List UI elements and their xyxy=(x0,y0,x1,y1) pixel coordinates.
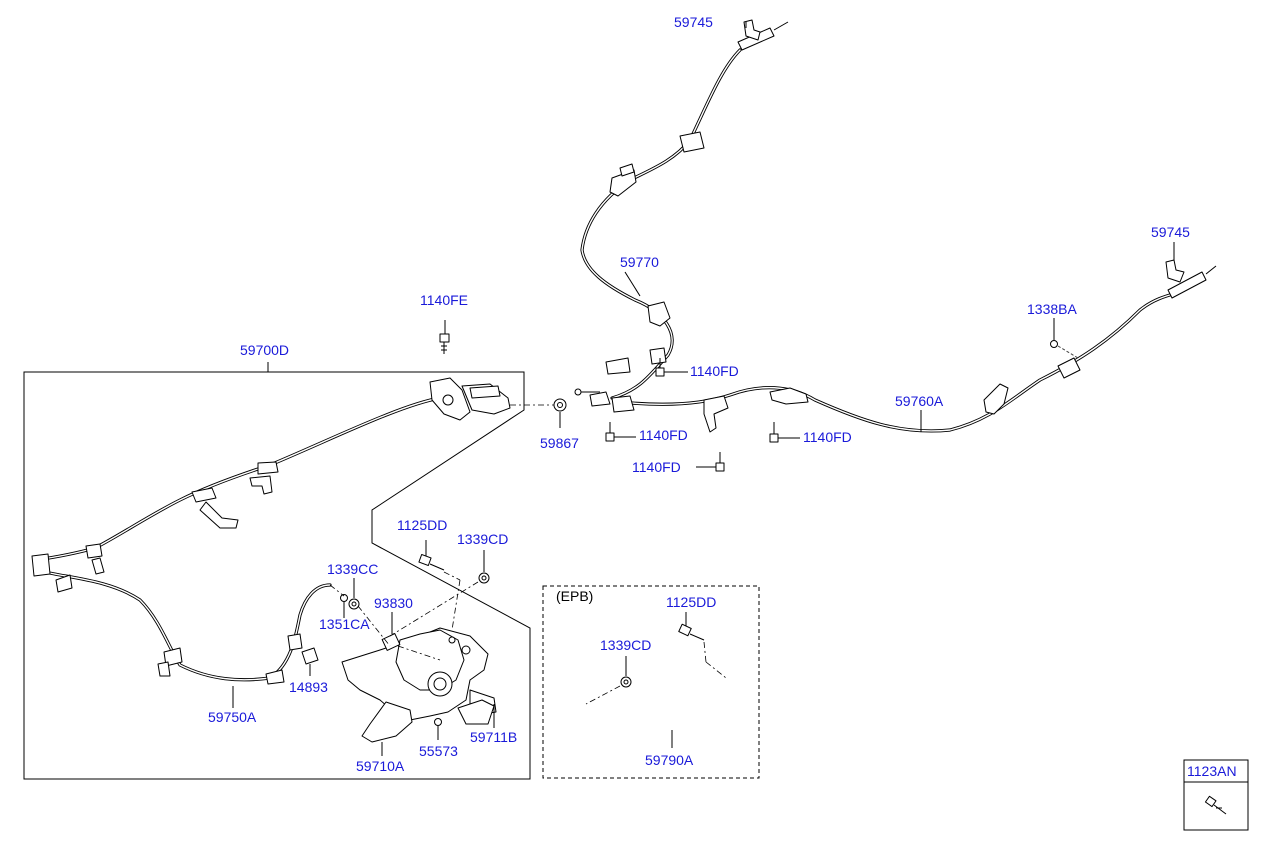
label-1125dd[interactable]: 1125DD xyxy=(397,517,447,533)
epb-frame xyxy=(542,585,760,779)
bolt-1125dd-icon xyxy=(418,540,461,631)
front-cable-59700d xyxy=(31,396,442,685)
bolt-1140fd-b-icon xyxy=(605,422,636,442)
label-epb-59790a[interactable]: 59790A xyxy=(645,752,694,768)
label-1140fd-a[interactable]: 1140FD xyxy=(690,363,739,379)
nut-1339cd-icon xyxy=(389,550,490,637)
label-59750a[interactable]: 59750A xyxy=(208,709,257,725)
label-59711b[interactable]: 59711B xyxy=(470,729,517,745)
nut-1338ba-icon xyxy=(1050,318,1079,359)
label-1123an[interactable]: 1123AN xyxy=(1187,763,1237,779)
rear-right-cable-59760a xyxy=(589,259,1217,433)
clip-14893-icon xyxy=(301,647,319,676)
rear-left-cable-59770 xyxy=(580,19,789,400)
clip-59867-icon xyxy=(553,388,600,428)
bolt-1123an-icon xyxy=(1204,795,1227,815)
label-1140fd-d[interactable]: 1140FD xyxy=(803,429,852,445)
parking-brake-pedal-assembly xyxy=(341,627,497,743)
label-93830[interactable]: 93830 xyxy=(374,595,413,611)
label-1140fd-b[interactable]: 1140FD xyxy=(639,427,688,443)
label-59770[interactable]: 59770 xyxy=(620,254,659,270)
switch-93830-icon xyxy=(381,612,441,661)
label-59710a[interactable]: 59710A xyxy=(356,758,405,774)
label-1339cc[interactable]: 1339CC xyxy=(327,561,378,577)
label-epb-title: (EPB) xyxy=(556,588,593,604)
legend-box-1123an xyxy=(1183,759,1249,831)
label-59867[interactable]: 59867 xyxy=(540,435,579,451)
label-59745-top[interactable]: 59745 xyxy=(674,14,713,30)
label-epb-1125dd[interactable]: 1125DD xyxy=(666,594,716,610)
label-1338ba[interactable]: 1338BA xyxy=(1027,301,1077,317)
main-assembly-frame xyxy=(23,362,531,780)
label-1140fe[interactable]: 1140FE xyxy=(420,292,468,308)
leader-lines xyxy=(232,22,1175,756)
bolt-1140fd-d-icon xyxy=(769,422,800,443)
label-59700d[interactable]: 59700D xyxy=(240,342,289,358)
equalizer-bracket xyxy=(429,377,560,421)
label-59760a[interactable]: 59760A xyxy=(895,393,944,409)
label-1351ca[interactable]: 1351CA xyxy=(319,616,370,632)
bolt-1140fd-a-icon xyxy=(655,358,688,377)
label-1339cd[interactable]: 1339CD xyxy=(457,531,508,547)
label-1140fd-c[interactable]: 1140FD xyxy=(632,459,681,475)
epb-parts xyxy=(585,612,727,748)
label-55573[interactable]: 55573 xyxy=(419,743,458,759)
nut-1351ca-icon xyxy=(329,584,391,647)
label-epb-1339cd[interactable]: 1339CD xyxy=(600,637,651,653)
bolt-1140fd-c-icon xyxy=(696,452,725,472)
label-59745-right[interactable]: 59745 xyxy=(1151,224,1190,240)
nut-1339cc-icon xyxy=(348,578,360,610)
bolt-1140fe-icon xyxy=(439,320,450,354)
label-14893[interactable]: 14893 xyxy=(289,679,328,695)
